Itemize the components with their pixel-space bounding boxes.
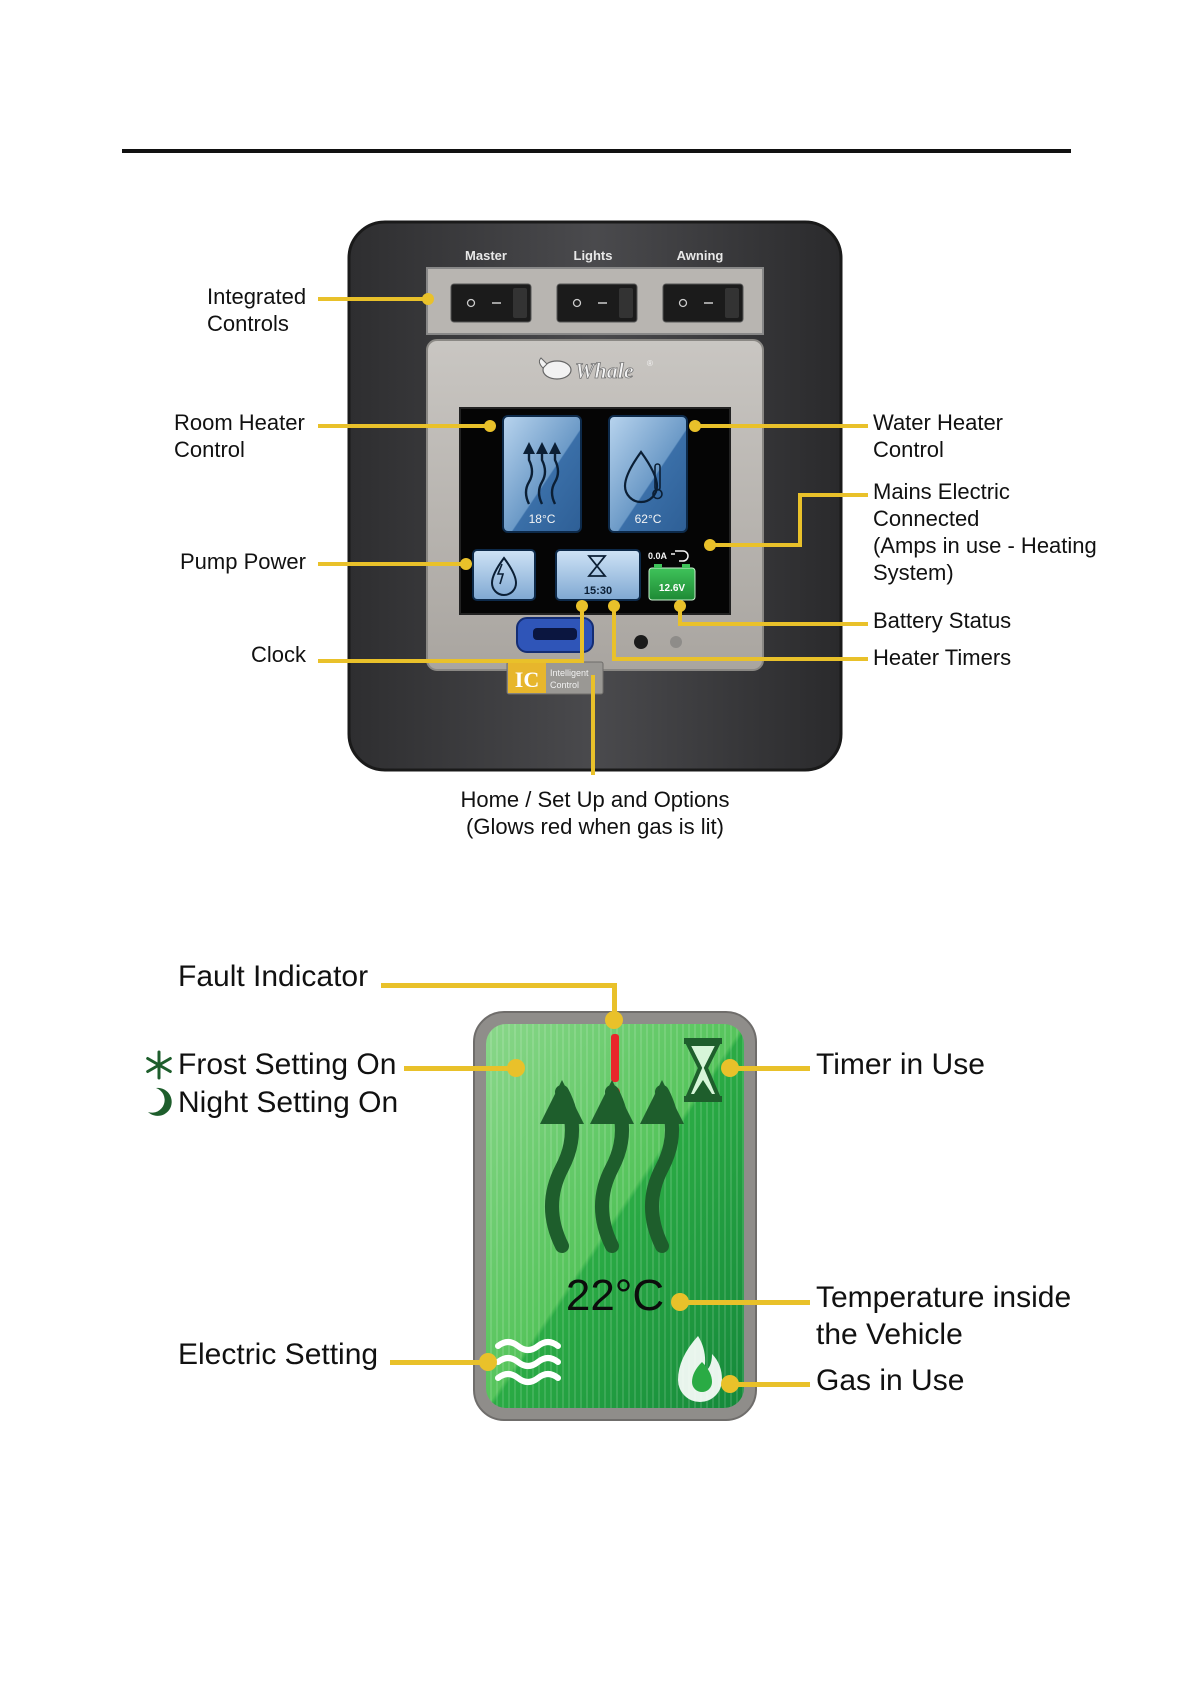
- indicator-led-black: [634, 635, 648, 649]
- label-electric-setting: Electric Setting: [178, 1338, 379, 1371]
- tile-temperature: 22°C: [566, 1271, 664, 1320]
- lights-switch[interactable]: [556, 283, 638, 323]
- control-panel: Master Lights Awning Wh: [347, 220, 843, 772]
- awning-switch[interactable]: [662, 283, 744, 323]
- home-button[interactable]: [516, 617, 594, 653]
- clock-text: 15:30: [584, 585, 612, 597]
- svg-text:IC: IC: [515, 667, 539, 692]
- snowflake-icon: [144, 1050, 174, 1080]
- label-pump-power: Pump Power: [180, 549, 306, 574]
- pump-power-tile[interactable]: [472, 549, 536, 601]
- switch-label-awning: Awning: [677, 248, 724, 263]
- top-rule: [122, 149, 1071, 153]
- battery-voltage-text: 12.6V: [659, 583, 685, 594]
- indicator-led-grey: [670, 636, 682, 648]
- master-switch[interactable]: [450, 283, 532, 323]
- label-timer-in-use: Timer in Use: [816, 1048, 985, 1081]
- label-clock: Clock: [251, 642, 307, 667]
- svg-text:®: ®: [647, 359, 653, 368]
- heater-tile: 22°C: [473, 1011, 757, 1421]
- gas-flame-icon: [678, 1336, 722, 1402]
- battery-icon: 12.6V: [648, 564, 696, 601]
- clock-timer-tile[interactable]: 15:30: [555, 549, 641, 601]
- plug-icon: [671, 550, 689, 562]
- label-home-setup: Home / Set Up and Options(Glows red when…: [460, 787, 730, 839]
- intelligent-control-badge: IC Intelligent Control: [506, 661, 604, 695]
- water-heater-tile[interactable]: 62°C: [608, 415, 688, 533]
- switch-label-master: Master: [465, 248, 507, 263]
- label-gas-in-use: Gas in Use: [816, 1364, 965, 1397]
- switch-label-lights: Lights: [574, 248, 613, 263]
- electric-waves-icon: [495, 1339, 561, 1385]
- hourglass-icon: [684, 1038, 722, 1102]
- amps-text: 0.0A: [648, 551, 668, 561]
- svg-text:Intelligent: Intelligent: [550, 668, 589, 678]
- label-night-setting: Night Setting On: [178, 1086, 399, 1119]
- moon-icon: [146, 1086, 172, 1116]
- label-fault-indicator: Fault Indicator: [178, 960, 369, 993]
- label-heater-timers: Heater Timers: [873, 645, 1012, 670]
- svg-text:Whale: Whale: [575, 358, 634, 383]
- room-heater-tile[interactable]: 18°C: [502, 415, 582, 533]
- svg-text:Control: Control: [550, 680, 579, 690]
- label-battery-status: Battery Status: [873, 608, 1012, 633]
- room-temp-text: 18°C: [529, 512, 556, 526]
- whale-logo: Whale ®: [538, 357, 653, 383]
- water-temp-text: 62°C: [635, 512, 662, 526]
- label-frost-setting: Frost Setting On: [178, 1048, 397, 1081]
